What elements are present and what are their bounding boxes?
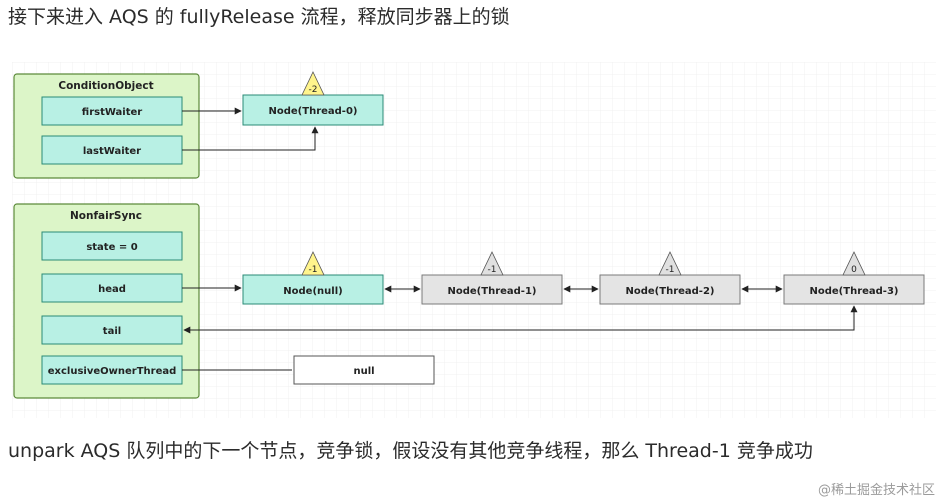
queue-node-thread-3: Node(Thread-3) [783, 274, 925, 305]
tail-arrow [183, 305, 858, 334]
condition-node-thread-0: Node(Thread-0) [242, 94, 384, 126]
queue-node-thread-1-label: Node(Thread-1) [448, 286, 537, 297]
field-head: head [41, 273, 183, 303]
queue-node-thread-1-status-triangle: -1 [480, 251, 504, 276]
field-tail: tail [41, 315, 183, 345]
field-state: state = 0 [41, 231, 183, 261]
tail-label: tail [103, 326, 121, 337]
queue-node-thread-3-label: Node(Thread-3) [810, 286, 899, 297]
condition-node-status-triangle: -2 [301, 71, 325, 96]
condition-object-group: ConditionObject firstWaiter lastWaiter [13, 73, 200, 179]
queue-node-null-status-triangle: -1 [301, 251, 325, 276]
first-waiter-label: firstWaiter [82, 107, 142, 118]
queue-node-thread-1: Node(Thread-1) [421, 274, 563, 305]
condition-node-label: Node(Thread-0) [269, 106, 358, 117]
head-label: head [98, 284, 126, 295]
section-heading: 接下来进入 AQS 的 fullyRelease 流程，释放同步器上的锁 [8, 6, 510, 28]
queue-node-thread-3-status: 0 [851, 265, 857, 275]
nonfair-sync-group: NonfairSync state = 0 head tail exclusiv… [13, 203, 200, 399]
queue-node-thread-2: Node(Thread-2) [599, 274, 741, 305]
last-waiter-label: lastWaiter [83, 146, 141, 157]
queue-node-null: Node(null) [242, 274, 384, 305]
nonfair-sync-title: NonfairSync [70, 210, 142, 222]
watermark: @稀土掘金技术社区 [817, 483, 935, 498]
field-exclusive-owner-thread: exclusiveOwnerThread [41, 355, 183, 385]
field-first-waiter: firstWaiter [41, 96, 183, 126]
state-label: state = 0 [86, 242, 137, 253]
condition-node-status: -2 [309, 85, 318, 95]
owner-value-box: null [293, 355, 435, 385]
queue-node-null-status: -1 [309, 265, 318, 275]
owner-value-label: null [353, 366, 374, 377]
condition-object-title: ConditionObject [58, 80, 153, 92]
queue-node-null-label: Node(null) [283, 286, 342, 297]
field-last-waiter: lastWaiter [41, 135, 183, 165]
body-paragraph: unpark AQS 队列中的下一个节点，竞争锁，假设没有其他竞争线程，那么 T… [8, 440, 813, 462]
queue-node-thread-2-label: Node(Thread-2) [626, 286, 715, 297]
exclusive-owner-thread-label: exclusiveOwnerThread [48, 366, 177, 377]
last-waiter-arrow [182, 126, 319, 151]
queue-node-thread-1-status: -1 [488, 265, 497, 275]
queue-node-thread-3-status-triangle: 0 [842, 251, 866, 276]
aqs-diagram: ConditionObject firstWaiter lastWaiter N… [12, 62, 936, 418]
queue-node-thread-2-status-triangle: -1 [658, 251, 682, 276]
queue-node-thread-2-status: -1 [666, 265, 675, 275]
